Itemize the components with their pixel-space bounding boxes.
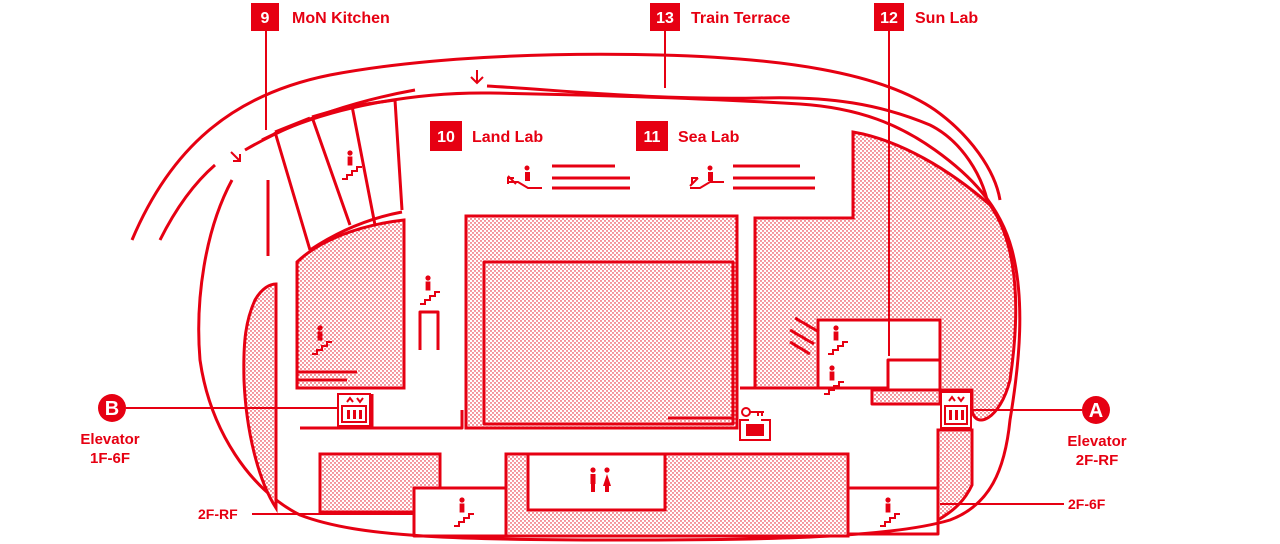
area-number: 9 [261, 10, 270, 27]
escalator-up-icon [689, 165, 724, 189]
stairs-right-label: 2F-6F [1068, 496, 1106, 512]
area-number: 13 [656, 10, 674, 27]
central-hall-inner [482, 260, 735, 426]
restroom [526, 452, 667, 512]
escalator-down-icon [507, 165, 542, 189]
stairs-left-label: 2F-RF [198, 506, 238, 522]
elevator-a-title: Elevator [1067, 433, 1126, 450]
escalator-steps [552, 164, 630, 190]
elevator-a-marker-letter: A [1089, 400, 1103, 422]
key-icon [741, 407, 764, 417]
left-dotted-room [295, 218, 406, 390]
central-stair-outline [418, 310, 440, 350]
stairs-up-icon [879, 496, 901, 527]
bottom-right-room [936, 428, 974, 523]
stair-fan-block [273, 98, 404, 252]
area-number: 12 [880, 10, 898, 27]
restroom-icon [590, 467, 611, 492]
elevator-b-marker [98, 394, 126, 422]
entrance-arrow-icon [470, 70, 484, 85]
elevator-icon-b [337, 393, 371, 427]
elevator-a-floors: 2F-RF [1076, 452, 1119, 469]
area-label-12[interactable]: 12 Sun Lab [874, 3, 978, 31]
area-name: Sea Lab [678, 129, 740, 146]
area-name: MoN Kitchen [292, 10, 390, 27]
right-stair-lines [789, 316, 820, 356]
area-name: Train Terrace [691, 10, 790, 27]
area-number: 10 [437, 129, 455, 146]
area-number: 11 [644, 129, 661, 146]
elevator-icon-a [940, 391, 972, 429]
stairs-up-icon [419, 274, 441, 305]
area-label-9[interactable]: 9 MoN Kitchen [251, 3, 390, 31]
area-label-11[interactable]: 11 Sea Lab [636, 121, 740, 151]
stair-room-2F-6F [846, 486, 940, 536]
area-name: Land Lab [472, 129, 543, 146]
elevator-a-marker [1082, 396, 1110, 424]
elevator-b-title: Elevator [80, 431, 139, 448]
escalator-steps [733, 164, 815, 190]
right-ledge [870, 388, 942, 406]
entrance-arrow-icon [230, 151, 241, 162]
right-stair-room [816, 318, 942, 390]
area-label-10[interactable]: 10 Land Lab [430, 121, 543, 151]
elevator-b-floors: 1F-6F [90, 450, 130, 467]
stairs-up-icon [453, 496, 475, 527]
elevator-b-marker-letter: B [105, 398, 119, 420]
corridor-wall [300, 394, 464, 430]
bottom-left-room [318, 452, 442, 514]
area-name: Sun Lab [915, 10, 978, 27]
left-strip [242, 282, 278, 514]
area-label-13[interactable]: 13 Train Terrace [650, 3, 790, 31]
locker-icon [739, 419, 771, 441]
step-lines [297, 370, 357, 382]
right-dotted-room [753, 130, 1018, 422]
